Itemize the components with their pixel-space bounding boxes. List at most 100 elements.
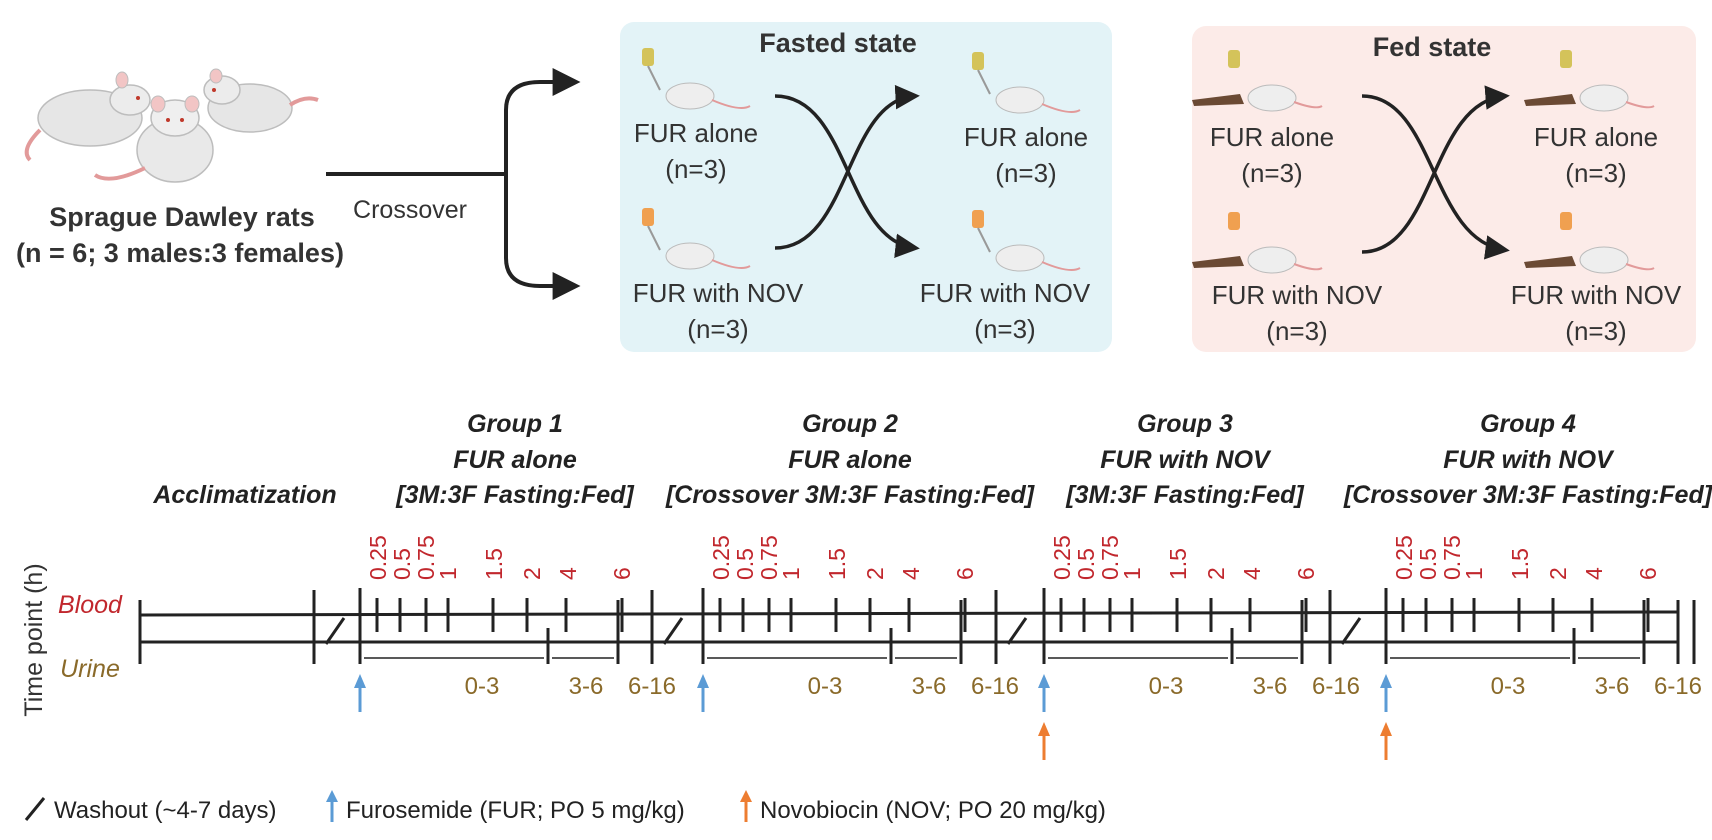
group-title: Group 3: [1137, 410, 1233, 438]
group-title: Group 4: [1480, 410, 1576, 438]
rats-label-line1: Sprague Dawley rats: [49, 202, 315, 232]
fasted-state-panel: Fasted state FUR alone (n=3): [620, 22, 1112, 352]
blood-timepoint-label: 6: [952, 567, 978, 580]
group-design: [Crossover 3M:3F Fasting:Fed]: [665, 481, 1036, 509]
mouse-icon: [642, 48, 751, 110]
crossover-connector: [326, 68, 581, 300]
furosemide-arrow-head: [1380, 674, 1392, 688]
fasted-right-bottom-1: FUR with NOV: [920, 278, 1091, 308]
urine-interval-label: 0-3: [1491, 673, 1526, 700]
furosemide-arrow-icon: [326, 790, 338, 822]
blood-timepoint-label: 0.75: [1439, 535, 1465, 580]
urine-interval-label: 6-16: [1654, 673, 1702, 700]
washout-icon: [24, 797, 46, 821]
food-mouse-icon: [1192, 212, 1323, 274]
blood-timepoint-label: 1.5: [824, 548, 850, 580]
crossover-arrows: [1361, 85, 1510, 260]
group-design: [3M:3F Fasting:Fed]: [1065, 481, 1305, 509]
mouse-icon: [642, 208, 751, 270]
group-title: Group 1: [467, 410, 563, 438]
crossover-arrows: [774, 84, 920, 258]
fasted-right-bottom-2: (n=3): [974, 314, 1035, 344]
blood-timepoint-label: 0.75: [413, 535, 439, 580]
furosemide-arrow-head: [697, 674, 709, 688]
blood-timepoint-label: 0.75: [1097, 535, 1123, 580]
group-treatment: FUR alone: [788, 446, 912, 474]
blood-timepoint-label: 0.25: [365, 535, 391, 580]
fed-left-bottom-2: (n=3): [1266, 316, 1327, 346]
legend-washout: Washout (~4-7 days): [54, 797, 277, 824]
y-axis-label: Time point (h): [20, 563, 48, 716]
fasted-right-top-2: (n=3): [995, 158, 1056, 188]
blood-timepoint-label: 2: [1545, 567, 1571, 580]
blood-timepoint-label: 4: [1581, 567, 1607, 580]
blood-timepoint-label: 1.5: [481, 548, 507, 580]
urine-interval-label: 3-6: [912, 673, 947, 700]
blood-timepoint-label: 1: [1461, 567, 1487, 580]
rats-label-line2: (n = 6; 3 males:3 females): [16, 238, 344, 268]
blood-timepoint-label: 0.25: [1049, 535, 1075, 580]
urine-interval-label: 0-3: [808, 673, 843, 700]
fed-left-bottom-1: FUR with NOV: [1212, 280, 1383, 310]
urine-interval-label: 3-6: [1595, 673, 1630, 700]
blood-timepoint-label: 1: [435, 567, 461, 580]
blood-timepoint-label: 2: [519, 567, 545, 580]
blood-timepoint-label: 6: [609, 567, 635, 580]
urine-interval-label: 0-3: [1149, 673, 1184, 700]
crossover-label: Crossover: [353, 196, 467, 224]
food-mouse-icon: [1524, 212, 1655, 274]
blood-timepoint-label: 0.75: [756, 535, 782, 580]
novobiocin-arrow-icon: [740, 790, 752, 822]
fasted-title: Fasted state: [759, 28, 917, 58]
fed-right-bottom-2: (n=3): [1565, 316, 1626, 346]
group-treatment: FUR with NOV: [1100, 446, 1272, 474]
furosemide-arrow-head: [354, 674, 366, 688]
novobiocin-arrow-head: [1038, 722, 1050, 736]
legend: Washout (~4-7 days) Furosemide (FUR; PO …: [24, 790, 1106, 824]
fed-left-top-2: (n=3): [1241, 158, 1302, 188]
fed-title: Fed state: [1373, 32, 1492, 62]
blood-timepoint-label: 4: [1239, 567, 1265, 580]
legend-novobiocin: Novobiocin (NOV; PO 20 mg/kg): [760, 797, 1106, 824]
furosemide-arrow-head: [1038, 674, 1050, 688]
blood-timepoint-label: 0.25: [708, 535, 734, 580]
blood-timepoint-label: 2: [862, 567, 888, 580]
group-title: Group 2: [802, 410, 898, 438]
group-treatment: FUR with NOV: [1443, 446, 1615, 474]
group-treatment: FUR alone: [453, 446, 577, 474]
fed-right-bottom-1: FUR with NOV: [1511, 280, 1682, 310]
blood-timepoint-label: 1.5: [1165, 548, 1191, 580]
blood-timepoint-label: 0.25: [1391, 535, 1417, 580]
food-mouse-icon: [1192, 50, 1323, 112]
mouse-icon: [972, 52, 1081, 114]
group-design: [3M:3F Fasting:Fed]: [395, 481, 635, 509]
blood-timepoint-label: 1.5: [1507, 548, 1533, 580]
food-mouse-icon: [1524, 50, 1655, 112]
fed-state-panel: Fed state FUR alone (n=3) FUR with: [1192, 26, 1696, 352]
fasted-left-bottom-1: FUR with NOV: [633, 278, 804, 308]
fed-right-top-2: (n=3): [1565, 158, 1626, 188]
blood-timepoint-label: 4: [555, 567, 581, 580]
novobiocin-arrow-head: [1380, 722, 1392, 736]
blood-timepoint-label: 1: [778, 567, 804, 580]
mouse-icon: [972, 210, 1081, 272]
blood-label: Blood: [58, 591, 123, 619]
urine-interval-label: 6-16: [628, 673, 676, 700]
fasted-left-top-1: FUR alone: [634, 118, 758, 148]
washout-slash: [662, 617, 684, 645]
blood-timepoint-label: 4: [898, 567, 924, 580]
blood-timepoint-label: 0.5: [1073, 548, 1099, 580]
urine-interval-label: 6-16: [971, 673, 1019, 700]
urine-interval-label: 0-3: [465, 673, 500, 700]
fasted-left-top-2: (n=3): [665, 154, 726, 184]
fasted-left-bottom-2: (n=3): [687, 314, 748, 344]
acclimatization-label: Acclimatization: [152, 481, 336, 509]
washout-slash: [324, 617, 346, 645]
blood-timepoint-label: 0.5: [389, 548, 415, 580]
legend-furosemide: Furosemide (FUR; PO 5 mg/kg): [346, 797, 685, 824]
fed-right-top-1: FUR alone: [1534, 122, 1658, 152]
washout-slash: [1006, 617, 1028, 645]
blood-timepoint-label: 2: [1203, 567, 1229, 580]
blood-timepoint-label: 6: [1635, 567, 1661, 580]
